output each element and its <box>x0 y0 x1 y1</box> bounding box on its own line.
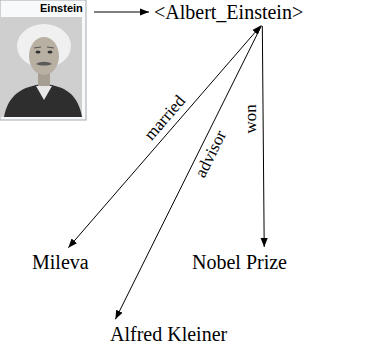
entity-node: <Albert_Einstein> <box>152 0 305 24</box>
photo-ground <box>0 17 82 117</box>
mustache <box>36 62 52 66</box>
entity-node: Mileva <box>30 250 91 274</box>
entity-name: Mileva <box>30 250 91 274</box>
eyebrows <box>34 47 54 48</box>
infobox-heading: Einstein <box>0 0 86 15</box>
entity-name: <Albert_Einstein> <box>152 0 305 24</box>
relation-arrow <box>115 26 261 320</box>
relation-label: advisor <box>191 127 230 182</box>
relation-arrow <box>68 26 261 248</box>
eye <box>36 50 41 53</box>
infobox: Einstein <box>0 0 86 120</box>
relation-arrow <box>262 26 264 247</box>
entity-name: Nobel Prize <box>190 250 289 274</box>
portrait-photo <box>0 0 88 122</box>
relation-label: married <box>140 91 190 144</box>
collar <box>36 86 52 100</box>
suit <box>4 84 82 117</box>
infobox-frame <box>0 0 86 120</box>
entity-name: Alfred Kleiner <box>108 322 229 346</box>
entity-node: Alfred Kleiner <box>108 322 229 346</box>
face <box>29 37 59 75</box>
eye <box>48 50 53 53</box>
relation-label: won <box>242 103 260 134</box>
relation-arrow <box>94 12 149 13</box>
entity-node: Nobel Prize <box>190 250 289 274</box>
